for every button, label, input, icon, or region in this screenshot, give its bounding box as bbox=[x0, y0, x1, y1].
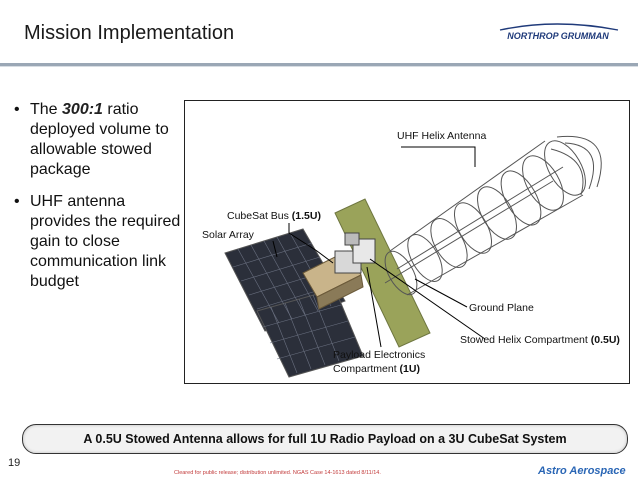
label-cubesat-bus: CubeSat Bus (1.5U) bbox=[227, 210, 321, 222]
bullet-dot: • bbox=[14, 101, 20, 118]
bullet-list: • The 300:1 ratio deployed volume to all… bbox=[14, 100, 184, 304]
summary-banner: A 0.5U Stowed Antenna allows for full 1U… bbox=[22, 424, 628, 454]
cubesat-bus bbox=[302, 232, 376, 310]
cubesat-illustration: UHF Helix Antenna CubeSat Bus (1.5U) Sol… bbox=[184, 100, 630, 384]
bullet-ratio: • The 300:1 ratio deployed volume to all… bbox=[14, 101, 169, 178]
northrop-grumman-logo: NORTHROP GRUMMAN bbox=[499, 23, 619, 41]
bullet-uhf-antenna: • UHF antenna provides the required gain… bbox=[14, 193, 181, 290]
header-divider-light bbox=[0, 66, 638, 67]
label-uhf-helix-antenna: UHF Helix Antenna bbox=[397, 130, 487, 142]
label-stowed-helix-compartment: Stowed Helix Compartment (0.5U) bbox=[460, 334, 620, 346]
header-divider bbox=[0, 63, 638, 66]
clearance-notice: Cleared for public release; distribution… bbox=[174, 470, 381, 476]
page-title: Mission Implementation bbox=[24, 22, 235, 44]
astro-aerospace-logo: Astro Aerospace bbox=[538, 465, 626, 477]
uhf-helix-antenna bbox=[384, 135, 602, 296]
solar-array-panels bbox=[224, 228, 364, 378]
bullet-dot: • bbox=[14, 193, 20, 210]
slide-number: 19 bbox=[8, 457, 21, 469]
ratio-highlight: 300:1 bbox=[62, 101, 103, 118]
callout-leaders bbox=[272, 146, 486, 348]
logo-text: NORTHROP GRUMMAN bbox=[507, 31, 609, 41]
label-ground-plane: Ground Plane bbox=[469, 302, 534, 314]
label-solar-array: Solar Array bbox=[202, 229, 254, 241]
cubesat-drawing bbox=[224, 135, 602, 378]
